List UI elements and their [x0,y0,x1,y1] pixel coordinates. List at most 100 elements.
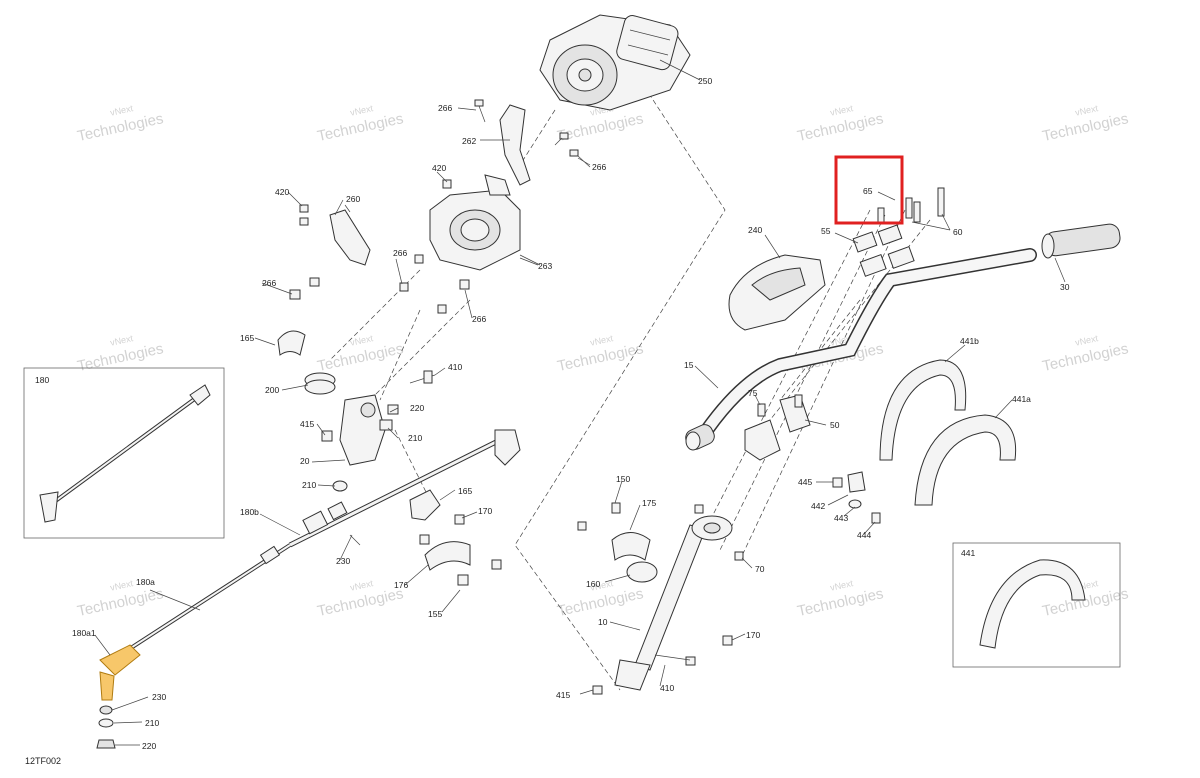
label-150: 150 [616,474,630,484]
label-266: 266 [472,314,486,324]
label-210: 210 [145,718,159,728]
label-260: 260 [346,194,360,204]
label-50: 50 [830,420,840,430]
steering-column-10 [577,502,744,695]
label-180: 180 [35,375,49,385]
label-15: 15 [684,360,694,370]
clamps-55-60 [852,187,945,277]
leader-lines [94,155,1066,746]
bolts-266-top [457,99,591,166]
label-420: 420 [432,163,446,173]
watermark-line1: vNext [589,333,614,348]
label-10: 10 [598,617,608,627]
label-266: 266 [438,103,452,113]
watermark-line1: vNext [109,578,134,593]
label-60: 60 [953,227,963,237]
label-266: 266 [262,278,276,288]
label-160: 160 [586,579,600,589]
label-415: 415 [556,690,570,700]
tie-rod-180a [118,543,292,657]
watermark-line1: vNext [109,333,134,348]
label-165: 165 [240,333,254,343]
label-220: 220 [142,741,156,751]
label-200: 200 [265,385,279,395]
watermark-line1: vNext [1074,103,1099,118]
clamp-176 [419,514,502,586]
label-30: 30 [1060,282,1070,292]
label-420: 420 [275,187,289,197]
label-443: 443 [834,513,848,523]
label-170: 170 [478,506,492,516]
label-441: 441 [961,548,975,558]
label-55: 55 [821,226,831,236]
label-266: 266 [592,162,606,172]
watermark-line1: vNext [349,103,374,118]
label-20: 20 [300,456,310,466]
label-155: 155 [428,609,442,619]
label-180a1: 180a1 [72,628,96,638]
label-410: 410 [448,362,462,372]
label-65: 65 [863,186,873,196]
label-410: 410 [660,683,674,693]
lower-clamps [744,394,811,461]
hardware-442-445 [832,471,881,524]
inset-box-180 [23,367,225,539]
label-442: 442 [811,501,825,511]
inset-box-441 [952,542,1121,668]
handlebar-15 [685,248,1037,451]
label-250: 250 [698,76,712,86]
label-75: 75 [748,388,758,398]
watermark-line1: vNext [829,103,854,118]
label-240: 240 [748,225,762,235]
handlebar-pad-240 [728,254,826,331]
label-415: 415 [300,419,314,429]
small-bolts [289,179,470,314]
label-444: 444 [857,530,871,540]
highlight-box-65 [834,155,904,225]
ball-joint-180a1 [96,644,141,749]
label-220: 220 [410,403,424,413]
label-170: 170 [746,630,760,640]
label-70: 70 [755,564,765,574]
power-steering-motor [539,14,701,111]
label-266: 266 [393,248,407,258]
watermark-line1: vNext [109,103,134,118]
label-165: 165 [458,486,472,496]
tie-rod-180b [288,429,521,548]
steering-column-left [277,330,441,521]
brace-441b [879,359,967,461]
label-441b: 441b [960,336,979,346]
label-210: 210 [302,480,316,490]
watermark-line1: vNext [829,578,854,593]
label-180b: 180b [240,507,259,517]
label-445: 445 [798,477,812,487]
watermark-line1: vNext [349,578,374,593]
watermark-line1: vNext [589,578,614,593]
label-210: 210 [408,433,422,443]
callout-labels: 250 266 262 266 420 420 260 266 266 263 … [35,76,1070,751]
bracket-262 [480,104,531,186]
label-441a: 441a [1012,394,1031,404]
label-230: 230 [152,692,166,702]
label-175: 175 [642,498,656,508]
label-180a: 180a [136,577,155,587]
bracket-260 [329,204,371,266]
grip-30 [1041,223,1121,259]
mount-plate-263 [429,174,541,271]
label-176: 176 [394,580,408,590]
label-230: 230 [336,556,350,566]
label-262: 262 [462,136,476,146]
diagram-code: 12TF002 [25,756,61,766]
brace-441a [914,414,1017,506]
